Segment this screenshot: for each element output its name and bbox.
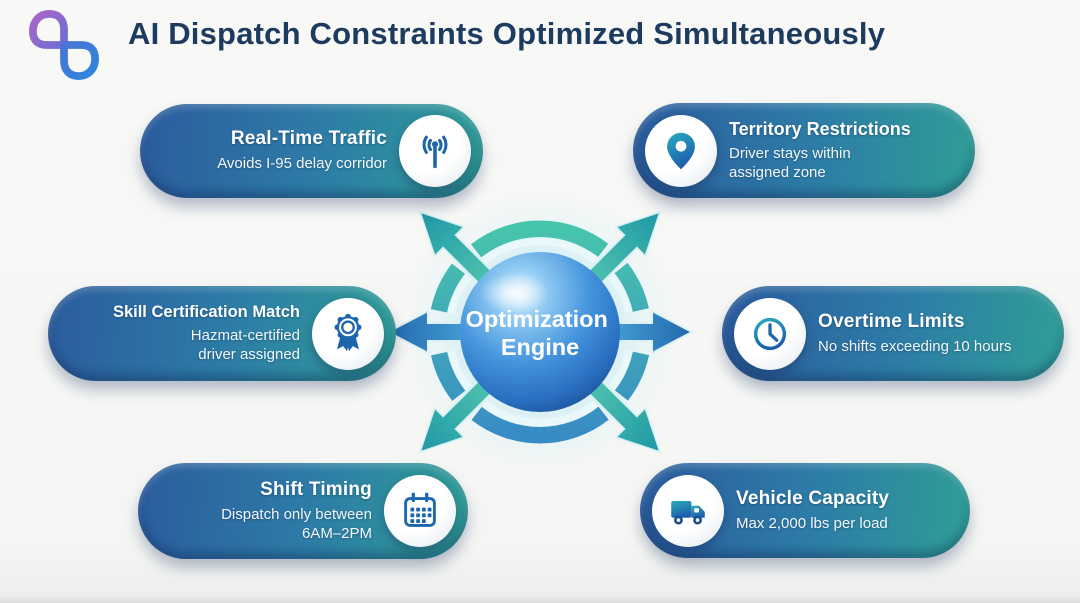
card-text: Shift Timing Dispatch only between 6AM–2… <box>221 479 372 544</box>
sphere-highlight <box>480 273 548 313</box>
card-title: Shift Timing <box>260 478 372 500</box>
card-overtime-limits: Overtime Limits No shifts exceeding 10 h… <box>722 286 1064 381</box>
card-title: Territory Restrictions <box>729 118 911 139</box>
card-subtitle-line: Avoids I-95 delay corridor <box>217 155 387 173</box>
card-subtitle: Avoids I-95 delay corridor <box>217 154 387 174</box>
card-subtitle-line: Max 2,000 lbs per load <box>736 514 888 532</box>
card-subtitle: No shifts exceeding 10 hours <box>818 337 1011 357</box>
orbit-ring-highlight <box>445 237 635 427</box>
card-title: Skill Certification Match <box>112 302 300 321</box>
calendar-icon <box>384 475 456 547</box>
card-vehicle-capacity: Vehicle Capacity Max 2,000 lbs per load <box>640 463 970 558</box>
card-title: Overtime Limits <box>818 310 965 332</box>
card-territory-restrictions: Territory Restrictions Driver stays with… <box>633 103 975 198</box>
card-text: Real-Time Traffic Avoids I-95 delay corr… <box>217 128 387 174</box>
card-subtitle: Max 2,000 lbs per load <box>736 514 889 534</box>
page-title: AI Dispatch Constraints Optimized Simult… <box>128 16 886 51</box>
card-text: Vehicle Capacity Max 2,000 lbs per load <box>736 488 889 534</box>
card-subtitle-line: driver assigned <box>198 346 300 363</box>
card-text: Territory Restrictions Driver stays with… <box>729 119 911 183</box>
card-text: Skill Certification Match Hazmat-certifi… <box>113 303 300 365</box>
bottom-edge-shadow <box>0 595 1080 603</box>
card-title: Vehicle Capacity <box>736 487 890 509</box>
card-subtitle-line: 6AM–2PM <box>301 525 372 542</box>
card-subtitle-line: No shifts exceeding 10 hours <box>818 337 1012 355</box>
card-subtitle: Dispatch only between 6AM–2PM <box>221 505 372 544</box>
card-subtitle-line: assigned zone <box>729 164 826 181</box>
clock-icon <box>734 297 806 370</box>
card-title: Real-Time Traffic <box>230 128 387 150</box>
orbit-ring <box>428 220 652 444</box>
engine-label: Optimization Engine <box>466 306 615 360</box>
truck-icon <box>652 474 724 547</box>
card-subtitle-line: Driver stays within <box>729 144 851 162</box>
ribbon-badge-icon <box>312 297 384 370</box>
infinity-loop-logo <box>29 10 99 80</box>
map-pin-icon <box>645 114 717 187</box>
card-subtitle-line: Dispatch only between <box>221 505 372 523</box>
signal-icon <box>399 115 471 187</box>
card-skill-certification-match: Skill Certification Match Hazmat-certifi… <box>48 286 396 381</box>
optimization-engine-graphic: Optimization Engine <box>387 192 693 472</box>
card-subtitle: Driver stays within assigned zone <box>729 144 911 183</box>
card-subtitle: Hazmat-certified driver assigned <box>113 326 300 365</box>
card-subtitle-line: Hazmat-certified <box>190 326 300 344</box>
engine-sphere <box>460 252 620 412</box>
card-shift-timing: Shift Timing Dispatch only between 6AM–2… <box>138 463 468 559</box>
card-text: Overtime Limits No shifts exceeding 10 h… <box>818 311 1011 357</box>
card-real-time-traffic: Real-Time Traffic Avoids I-95 delay corr… <box>140 104 483 198</box>
